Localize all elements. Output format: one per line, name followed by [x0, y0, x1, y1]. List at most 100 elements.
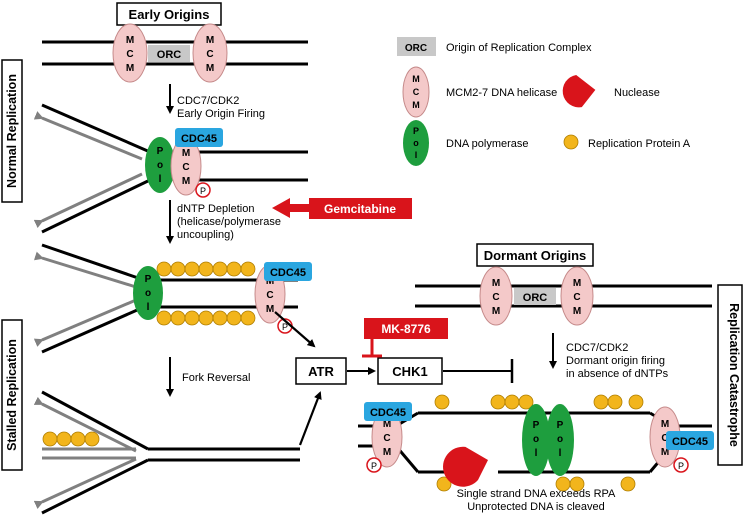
dormant-label-1: CDC7/CDK2 [566, 342, 628, 354]
gemcitabine-arrow: Gemcitabine [272, 198, 412, 219]
svg-text:ORC: ORC [523, 292, 548, 304]
mk8776-inhibitor: MK-8776 [362, 318, 448, 358]
svg-text:C: C [266, 290, 273, 301]
svg-text:P: P [533, 420, 540, 431]
svg-text:l: l [415, 150, 418, 160]
svg-text:P: P [145, 274, 152, 285]
svg-text:CDC45: CDC45 [672, 436, 708, 448]
stalled-pol: P o l [133, 266, 163, 320]
dntp-label-2: (helicase/polymerase [177, 216, 281, 228]
chk1-inhibition [443, 359, 514, 383]
svg-text:o: o [557, 434, 563, 445]
svg-text:o: o [157, 160, 163, 171]
svg-text:C: C [182, 162, 189, 173]
early-origins-title: Early Origins [129, 7, 210, 22]
dormant-orc: ORC [514, 288, 556, 305]
early-mcm-right: M C M [192, 23, 228, 83]
normal-mcm: M C M [170, 136, 202, 196]
normal-cdc45: CDC45 [175, 128, 223, 147]
firing-label-2: Early Origin Firing [177, 108, 265, 120]
svg-text:P: P [678, 461, 684, 471]
stalled-cdc45: CDC45 [264, 262, 312, 281]
catastrophe-cdc45-left: CDC45 [364, 402, 412, 421]
firing-label-1: CDC7/CDK2 [177, 95, 239, 107]
svg-text:C: C [492, 292, 499, 303]
catastrophe-cdc45-right: CDC45 [666, 431, 714, 450]
svg-text:P: P [371, 461, 377, 471]
svg-text:M: M [266, 276, 274, 287]
svg-text:o: o [413, 138, 419, 148]
replication-catastrophe-label: Replication Catastrophe [717, 284, 743, 466]
dntp-label-3: uncoupling) [177, 229, 234, 241]
legend-mcm-swatch: M C M [402, 66, 430, 118]
legend-orc-swatch [397, 37, 436, 56]
catastrophe-phospho-right: P [673, 457, 689, 473]
svg-text:M: M [126, 63, 134, 74]
catastrophe-pol-left: P o l [522, 404, 550, 476]
dormant-mcm-right: M C M [560, 266, 594, 326]
legend-rpa-label: Replication Protein A [588, 138, 691, 150]
gemcitabine-label: Gemcitabine [324, 202, 396, 216]
svg-text:l: l [159, 174, 162, 185]
svg-text:M: M [266, 304, 274, 315]
svg-text:C: C [126, 49, 133, 60]
early-origin-dna [42, 40, 308, 66]
dormant-origins-box: Dormant Origins [476, 243, 594, 267]
svg-text:M: M [492, 306, 500, 317]
reversed-to-atr-arrow [298, 391, 322, 446]
fork-reversal-label: Fork Reversal [182, 372, 250, 384]
normal-phospho: P [195, 182, 211, 198]
catastrophe-phospho-left: P [366, 457, 382, 473]
svg-text:l: l [147, 302, 150, 313]
svg-text:CDC45: CDC45 [370, 407, 406, 419]
svg-text:ORC: ORC [405, 43, 427, 54]
stalled-replication-label: Stalled Replication [1, 319, 23, 471]
svg-text:M: M [412, 74, 420, 84]
svg-text:P: P [157, 146, 164, 157]
svg-text:M: M [182, 176, 190, 187]
dormant-mcm-left: M C M [479, 266, 513, 326]
svg-text:P: P [282, 322, 288, 332]
normal-pol: P o l [145, 137, 175, 193]
legend: ORC Origin of Replication Complex M C M … [397, 37, 691, 166]
svg-text:Normal Replication: Normal Replication [5, 74, 19, 188]
dormant-label-2: Dormant origin firing [566, 355, 665, 367]
normal-fork-dna [33, 103, 308, 234]
legend-mcm-label: MCM2-7 DNA helicase [446, 87, 557, 99]
svg-text:M: M [182, 148, 190, 159]
svg-text:l: l [535, 448, 538, 459]
svg-text:Replication Catastrophe: Replication Catastrophe [727, 303, 741, 447]
reversed-fork-dna [33, 390, 300, 515]
legend-rpa-swatch [563, 134, 579, 150]
svg-text:C: C [206, 49, 213, 60]
svg-text:Stalled Replication: Stalled Replication [5, 339, 19, 451]
stalled-rpa-bottom [156, 310, 256, 326]
svg-text:o: o [533, 434, 539, 445]
svg-text:C: C [661, 433, 668, 444]
svg-text:M: M [383, 419, 391, 430]
svg-text:M: M [661, 419, 669, 430]
mk8776-label: MK-8776 [381, 322, 431, 336]
dormant-label-3: in absence of dNTPs [566, 368, 669, 380]
svg-text:P: P [200, 186, 206, 196]
legend-nuclease-swatch [562, 74, 596, 108]
catastrophe-nuclease [443, 446, 488, 487]
svg-text:M: M [573, 278, 581, 289]
reversed-rpa [42, 431, 100, 447]
legend-nuclease-label: Nuclease [614, 87, 660, 99]
svg-text:C: C [413, 87, 420, 97]
ssdna-label-2: Unprotected DNA is cleaved [467, 501, 605, 513]
atr-box: ATR [295, 357, 347, 385]
legend-pol-label: DNA polymerase [446, 138, 529, 150]
svg-text:C: C [573, 292, 580, 303]
svg-text:o: o [145, 288, 151, 299]
stalled-to-atr-arrow [274, 311, 316, 348]
atr-label: ATR [308, 364, 334, 379]
svg-text:M: M [412, 100, 420, 110]
early-origins-box: Early Origins [116, 2, 222, 26]
svg-text:P: P [413, 126, 419, 136]
chk1-box: CHK1 [377, 357, 443, 385]
svg-text:M: M [126, 35, 134, 46]
legend-pol-swatch: P o l [403, 120, 429, 166]
